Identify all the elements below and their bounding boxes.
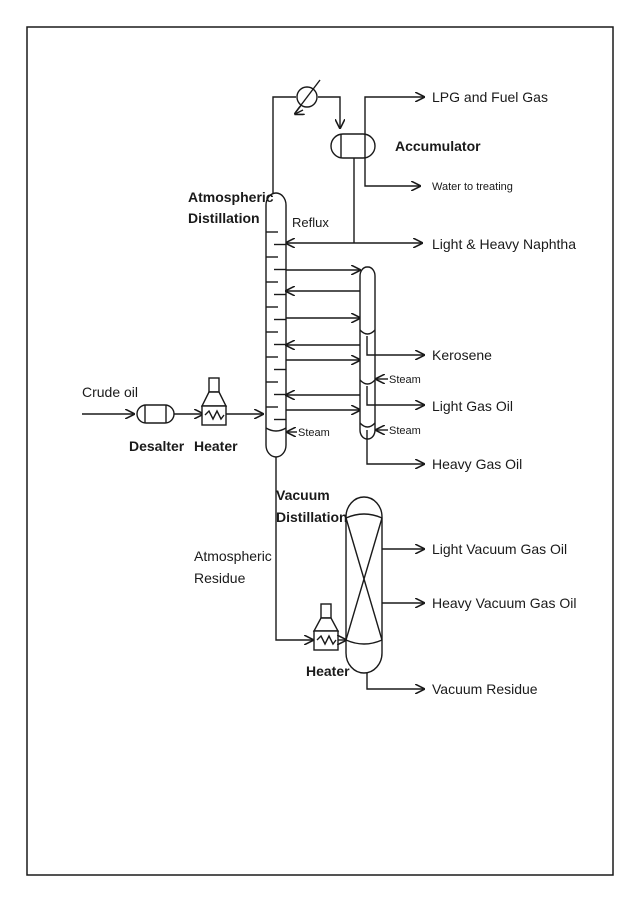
page-border — [26, 26, 614, 876]
light-gas-oil-label: Light Gas Oil — [432, 398, 513, 414]
condenser — [295, 79, 321, 114]
heater-2 — [312, 603, 340, 651]
reflux-label: Reflux — [292, 215, 329, 230]
desalter-label: Desalter — [129, 438, 185, 454]
heater-label-1: Heater — [194, 438, 238, 454]
atmospheric-column — [265, 192, 287, 458]
atmospheric-residue-label-1: Atmospheric — [194, 548, 272, 564]
naphtha-label: Light & Heavy Naphtha — [432, 236, 576, 252]
accumulator-label: Accumulator — [395, 138, 481, 154]
lpg-label: LPG and Fuel Gas — [432, 89, 548, 105]
heater-label-2: Heater — [306, 663, 350, 679]
water-line — [364, 158, 420, 186]
side-draw-lines — [286, 270, 360, 410]
vacuum-column — [345, 496, 383, 674]
hvgo-label: Heavy Vacuum Gas Oil — [432, 595, 576, 611]
kerosene-line — [366, 336, 424, 355]
steam-label-1: Steam — [389, 374, 421, 386]
atmospheric-distillation-label-2: Distillation — [188, 210, 260, 226]
lpg-line — [364, 97, 424, 134]
heavy-gas-oil-line — [366, 430, 424, 464]
steam-label-2: Steam — [389, 425, 421, 437]
heater-1 — [200, 377, 228, 426]
accumulator-vessel — [330, 133, 376, 159]
atmospheric-distillation-label-1: Atmospheric — [188, 189, 274, 205]
heavy-gas-oil-label: Heavy Gas Oil — [432, 456, 522, 472]
lvgo-label: Light Vacuum Gas Oil — [432, 541, 567, 557]
overhead-line — [272, 96, 340, 195]
kerosene-label: Kerosene — [432, 347, 492, 363]
atmospheric-residue-label-2: Residue — [194, 570, 246, 586]
steam-label-3: Steam — [298, 427, 330, 439]
crude-oil-label: Crude oil — [82, 384, 138, 400]
vacuum-distillation-label-2: Distillation — [276, 509, 348, 525]
vacuum-residue-label: Vacuum Residue — [432, 681, 538, 697]
vacuum-residue-line — [366, 673, 424, 689]
vacuum-distillation-label-1: Vacuum — [276, 487, 330, 503]
atmospheric-residue-line — [275, 457, 313, 640]
light-gas-oil-line — [366, 386, 424, 405]
desalter-vessel — [136, 404, 175, 424]
water-label: Water to treating — [432, 181, 513, 193]
